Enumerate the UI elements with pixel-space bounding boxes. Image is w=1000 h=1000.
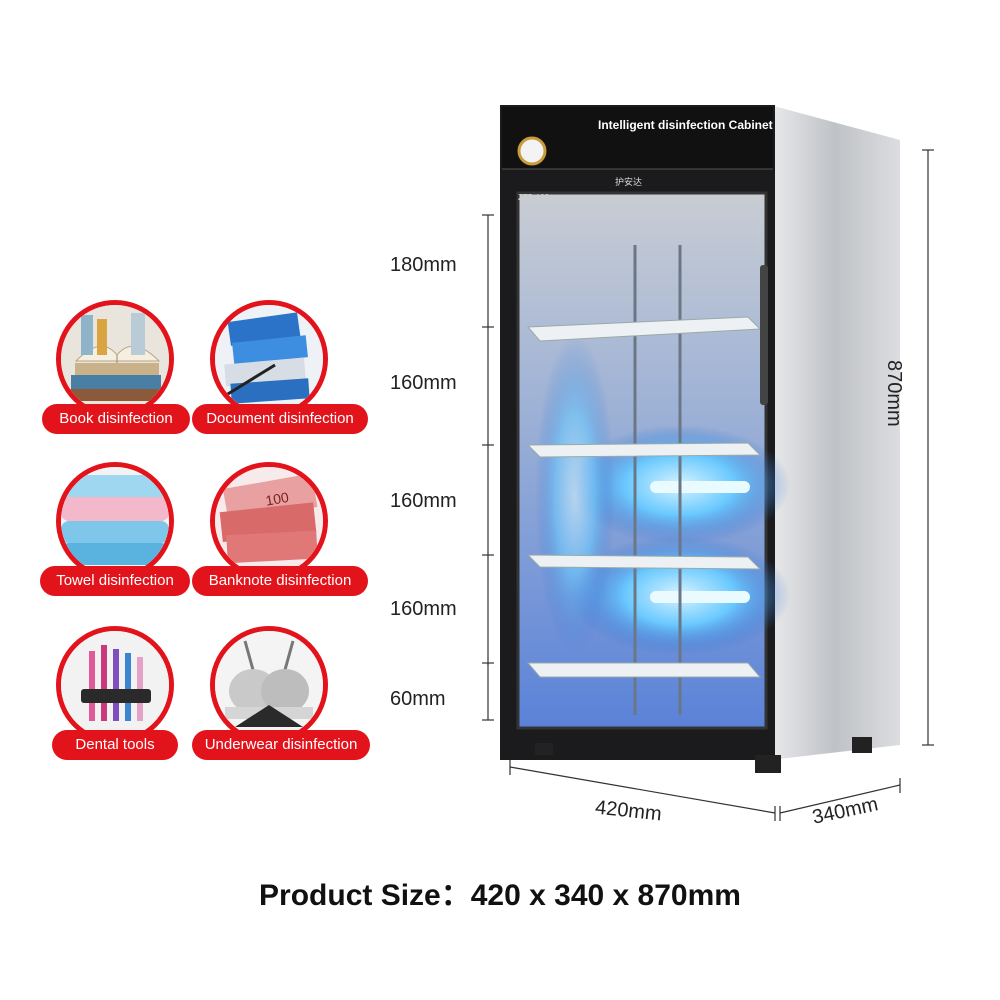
height-dimension-label: 870mm bbox=[883, 360, 905, 427]
use-case-label: Dental tools bbox=[52, 730, 178, 760]
shelf bbox=[526, 662, 762, 678]
tier-dimension-bracket bbox=[482, 214, 494, 721]
cabinet-foot bbox=[755, 755, 781, 773]
towels-icon bbox=[56, 462, 174, 580]
product-size-caption: Product Size：420 x 340 x 870mm bbox=[259, 879, 741, 912]
cabinet-side-panel bbox=[770, 105, 900, 760]
shelf bbox=[526, 554, 762, 570]
height-dimension-bracket bbox=[922, 149, 934, 746]
use-case-towel: Towel disinfection bbox=[38, 462, 208, 612]
use-case-underwear: Underwear disinfection bbox=[192, 626, 370, 776]
cabinet-foot bbox=[852, 737, 872, 753]
tier-dimension-label: 180mm bbox=[390, 254, 457, 276]
use-case-document: Document disinfection bbox=[192, 300, 368, 450]
width-dimension-bracket bbox=[509, 760, 776, 821]
control-knob-icon bbox=[517, 136, 547, 166]
cabinet-header-title: Intelligent disinfection Cabinet bbox=[598, 118, 773, 132]
banknotes-icon: 100 bbox=[210, 462, 328, 580]
use-case-label: Document disinfection bbox=[192, 404, 368, 434]
shelf bbox=[526, 442, 762, 458]
tier-dimension-label: 160mm bbox=[390, 598, 457, 620]
svg-text:100: 100 bbox=[264, 489, 290, 509]
use-case-label: Banknote disinfection bbox=[192, 566, 368, 596]
documents-icon bbox=[210, 300, 328, 418]
disinfection-cabinet bbox=[482, 105, 934, 821]
cabinet-header bbox=[502, 107, 773, 169]
uv-tube-icon bbox=[650, 591, 750, 603]
tier-dimension-label: 60mm bbox=[390, 688, 446, 710]
cabinet-brand-mark: 护安达 bbox=[615, 177, 643, 187]
use-case-label: Underwear disinfection bbox=[192, 730, 370, 760]
uv-lamp-glow bbox=[535, 335, 615, 655]
use-case-label: Book disinfection bbox=[42, 404, 190, 434]
cabinet-model: ZTP-128 bbox=[518, 193, 550, 202]
books-icon bbox=[56, 300, 174, 418]
use-case-book: Book disinfection bbox=[38, 300, 208, 450]
uv-tube-icon bbox=[650, 481, 750, 493]
tier-dimension-label: 160mm bbox=[390, 372, 457, 394]
use-case-label: Towel disinfection bbox=[40, 566, 190, 596]
depth-dimension-bracket bbox=[779, 778, 901, 821]
toothbrush-icon bbox=[56, 626, 174, 744]
underwear-icon bbox=[210, 626, 328, 744]
use-case-banknote: 100 Banknote disinfection bbox=[192, 462, 368, 612]
tier-dimension-label: 160mm bbox=[390, 490, 457, 512]
door-handle[interactable] bbox=[760, 265, 768, 405]
use-case-dental: Dental tools bbox=[38, 626, 208, 776]
